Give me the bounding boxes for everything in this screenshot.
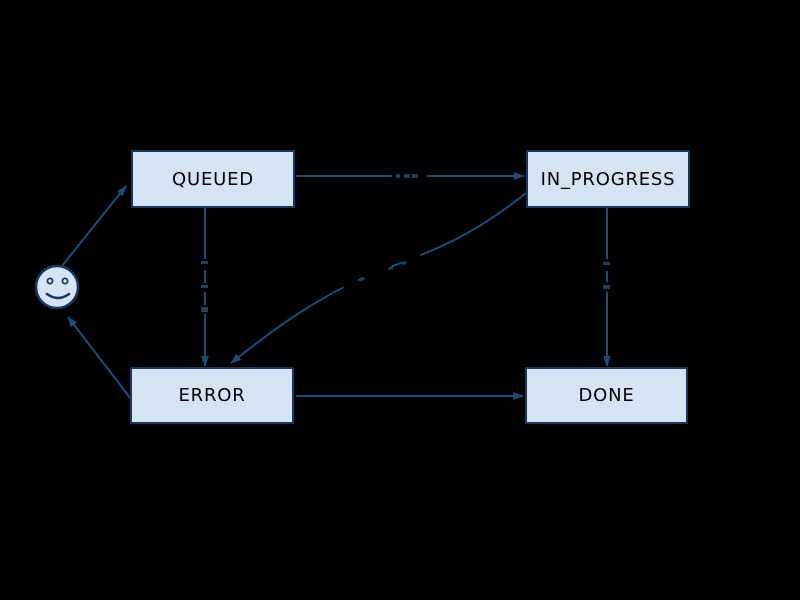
edge-in-progress-to-error <box>230 192 527 364</box>
smiley-face-icon <box>34 264 80 310</box>
state-node-error: ERROR <box>130 367 294 424</box>
state-node-done: DONE <box>525 367 688 424</box>
edge-label-occlusion <box>341 249 423 293</box>
state-label-in-progress: IN_PROGRESS <box>540 168 676 190</box>
edge-actor-to-queued <box>61 185 127 267</box>
state-node-in-progress: IN_PROGRESS <box>526 150 690 208</box>
state-label-queued: QUEUED <box>172 168 254 190</box>
state-node-queued: QUEUED <box>131 150 295 208</box>
edge-label-occlusion-fragments <box>396 174 418 178</box>
edge-label-occlusion-fragments <box>201 261 208 312</box>
state-label-error: ERROR <box>178 385 246 406</box>
state-label-done: DONE <box>578 385 635 406</box>
edge-queued-to-error <box>201 208 209 368</box>
edge-error-to-actor <box>67 316 132 400</box>
edge-in-progress-to-done <box>603 208 611 368</box>
edge-label-occlusion-fragments <box>603 262 610 289</box>
edge-queued-to-in-progress <box>296 172 526 180</box>
